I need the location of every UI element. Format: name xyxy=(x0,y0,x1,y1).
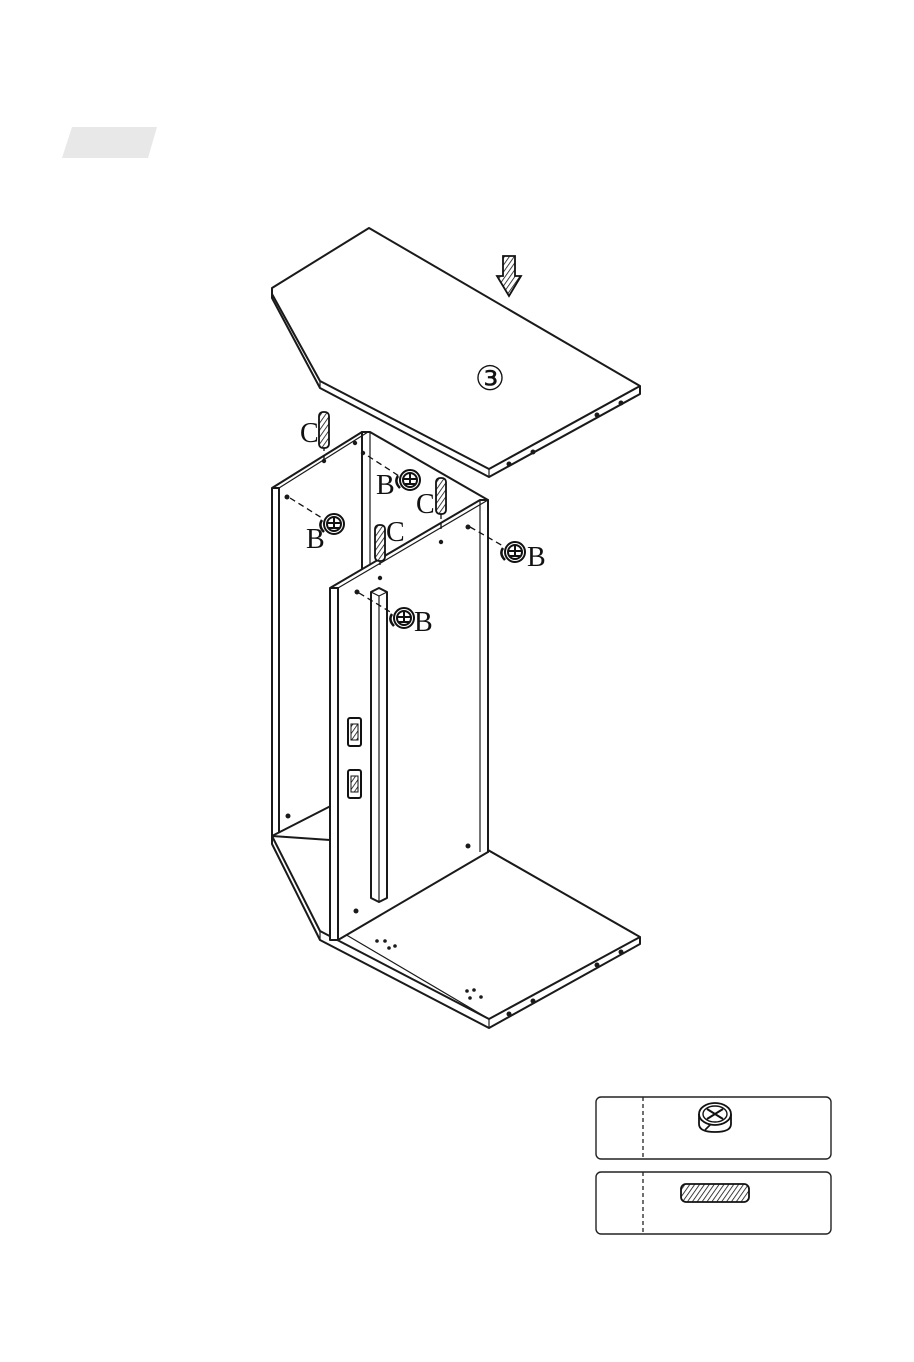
dowel-icon xyxy=(681,1184,749,1202)
label-b: B xyxy=(527,542,546,573)
label-b: B xyxy=(376,470,395,501)
down-arrow-icon xyxy=(497,256,521,296)
label-b: B xyxy=(414,607,433,638)
step-badge xyxy=(62,127,157,158)
dowel-icon xyxy=(375,525,385,561)
cam-lock-icon xyxy=(501,542,525,562)
dowel-icon xyxy=(319,412,329,448)
dowel-icon xyxy=(436,478,446,514)
label-c: C xyxy=(386,517,405,548)
parts-legend xyxy=(596,1097,831,1234)
label-c: C xyxy=(416,489,435,520)
label-b: B xyxy=(306,524,325,555)
legend-row-dowel xyxy=(596,1172,831,1234)
panel-number: ③ xyxy=(475,359,505,399)
label-c: C xyxy=(300,418,319,449)
legend-row-cam-lock xyxy=(596,1097,831,1159)
vertical-rail xyxy=(371,588,387,902)
cam-lock-icon xyxy=(699,1103,731,1132)
